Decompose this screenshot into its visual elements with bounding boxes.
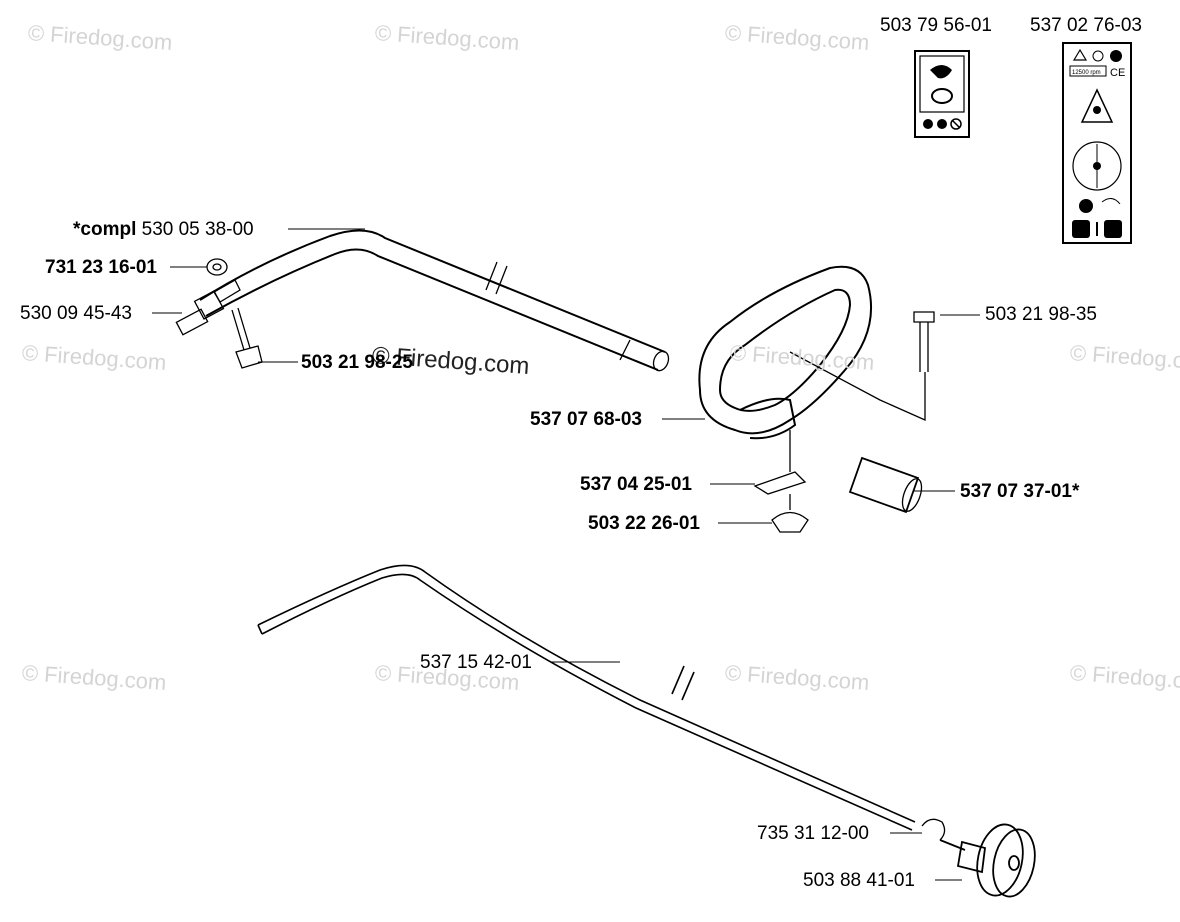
decal-ce-text: CE (1110, 67, 1125, 79)
decal-rpm-text: 12500 rpm (1072, 70, 1101, 76)
part-label-grip: 537 07 37-01* (960, 481, 1080, 502)
part-label-clip: 735 31 12-00 (757, 823, 869, 844)
clamp-drawing (753, 430, 807, 495)
bolt-right-drawing (789, 311, 935, 422)
handle-drawing (698, 265, 872, 440)
clip-drawing (921, 818, 946, 841)
part-label-shaft: 537 15 42-01 (420, 652, 532, 673)
part-label-compl: *compl 530 05 38-00 (73, 220, 254, 239)
compl-prefix: *compl (73, 219, 137, 240)
decal-2-graphic: 12500 rpm CE (1069, 48, 1125, 238)
part-label-handle: 537 07 68-03 (530, 409, 642, 430)
part-label-clamp: 537 04 25-01 (580, 474, 692, 495)
decal-1-graphic (919, 55, 965, 130)
decal-1-sticker (914, 50, 970, 138)
part-label-bolt-left: 503 21 98-25 (301, 352, 413, 373)
shaft-drawing (257, 564, 916, 831)
part-label-drum: 503 88 41-01 (803, 870, 915, 891)
knob-drawing (771, 494, 809, 533)
part-label-decal-1: 503 79 56-01 (880, 15, 992, 36)
drum-drawing (939, 823, 1036, 898)
part-label-connector: 530 09 45-43 (20, 303, 132, 324)
part-label-knob: 503 22 26-01 (588, 513, 700, 534)
bolt-left-drawing (231, 307, 263, 369)
part-label-bolt-right: 503 21 98-35 (985, 304, 1097, 325)
part-label-decal-2: 537 02 76-03 (1030, 15, 1142, 36)
connector-drawing (175, 279, 241, 336)
grip-drawing (848, 456, 923, 514)
leader-lines (152, 228, 980, 881)
nut-drawing (206, 258, 228, 276)
decal-2-sticker: 12500 rpm CE (1062, 42, 1132, 244)
part-label-nut: 731 23 16-01 (45, 257, 157, 278)
compl-number: 530 05 38-00 (141, 219, 254, 240)
